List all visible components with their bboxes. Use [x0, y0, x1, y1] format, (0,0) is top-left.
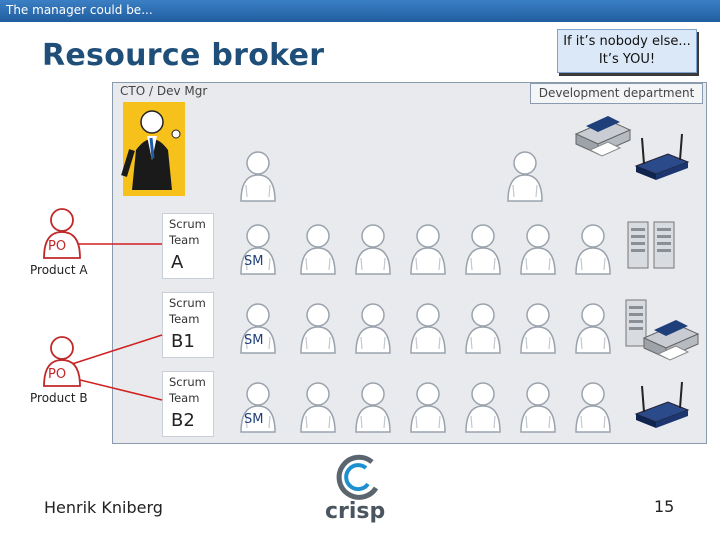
team-b1-box: Scrum Team B1: [162, 292, 214, 358]
team-b1-label: Scrum Team: [169, 296, 206, 326]
server-icon: [625, 299, 647, 347]
team-b1-name: B1: [171, 331, 195, 352]
product-b-label: Product B: [30, 391, 88, 405]
server-icon: [627, 221, 649, 269]
team-b2-name: B2: [171, 410, 195, 431]
team-a-box: Scrum Team A: [162, 213, 214, 279]
header-text: The manager could be...: [6, 3, 153, 17]
printer-icon: [575, 115, 631, 157]
slide-title: Resource broker: [42, 38, 325, 73]
po-b-badge: PO: [48, 367, 66, 382]
team-a-label: Scrum Team: [169, 217, 206, 247]
manager-icon: [121, 102, 185, 196]
product-a-label: Product A: [30, 263, 88, 277]
team-a-name: A: [171, 252, 184, 273]
team-b2-members: [240, 382, 611, 433]
callout-line-1: If it’s nobody else...: [563, 34, 691, 49]
printer-icon: [643, 319, 699, 361]
developer-icon: [240, 151, 276, 202]
callout-line-2: It’s YOU!: [598, 52, 656, 67]
po-b-link-b1: [71, 334, 163, 365]
team-b2-label: Scrum Team: [169, 375, 206, 405]
team-a-members: [240, 224, 611, 275]
crisp-logo-text: crisp: [325, 499, 385, 524]
server-icon: [653, 221, 675, 269]
dev-department-label: Development department: [530, 83, 703, 104]
crisp-logo-icon: [336, 454, 379, 500]
po-b-link-b2: [71, 377, 163, 401]
header-bar: The manager could be...: [0, 0, 720, 22]
cto-label: CTO / Dev Mgr: [120, 84, 208, 98]
team-b2-box: Scrum Team B2: [162, 371, 214, 437]
author-name: Henrik Kniberg: [44, 498, 163, 517]
team-b1-sm-label: SM: [244, 333, 263, 348]
developer-icon: [507, 151, 543, 202]
po-a-badge: PO: [48, 239, 66, 254]
router-icon: [635, 133, 689, 181]
page-number: 15: [654, 497, 675, 516]
router-icon: [635, 381, 689, 429]
team-b1-members: [240, 303, 611, 354]
callout-box: If it’s nobody else... It’s YOU!: [557, 29, 697, 73]
team-b2-sm-label: SM: [244, 412, 263, 427]
team-a-sm-label: SM: [244, 254, 263, 269]
